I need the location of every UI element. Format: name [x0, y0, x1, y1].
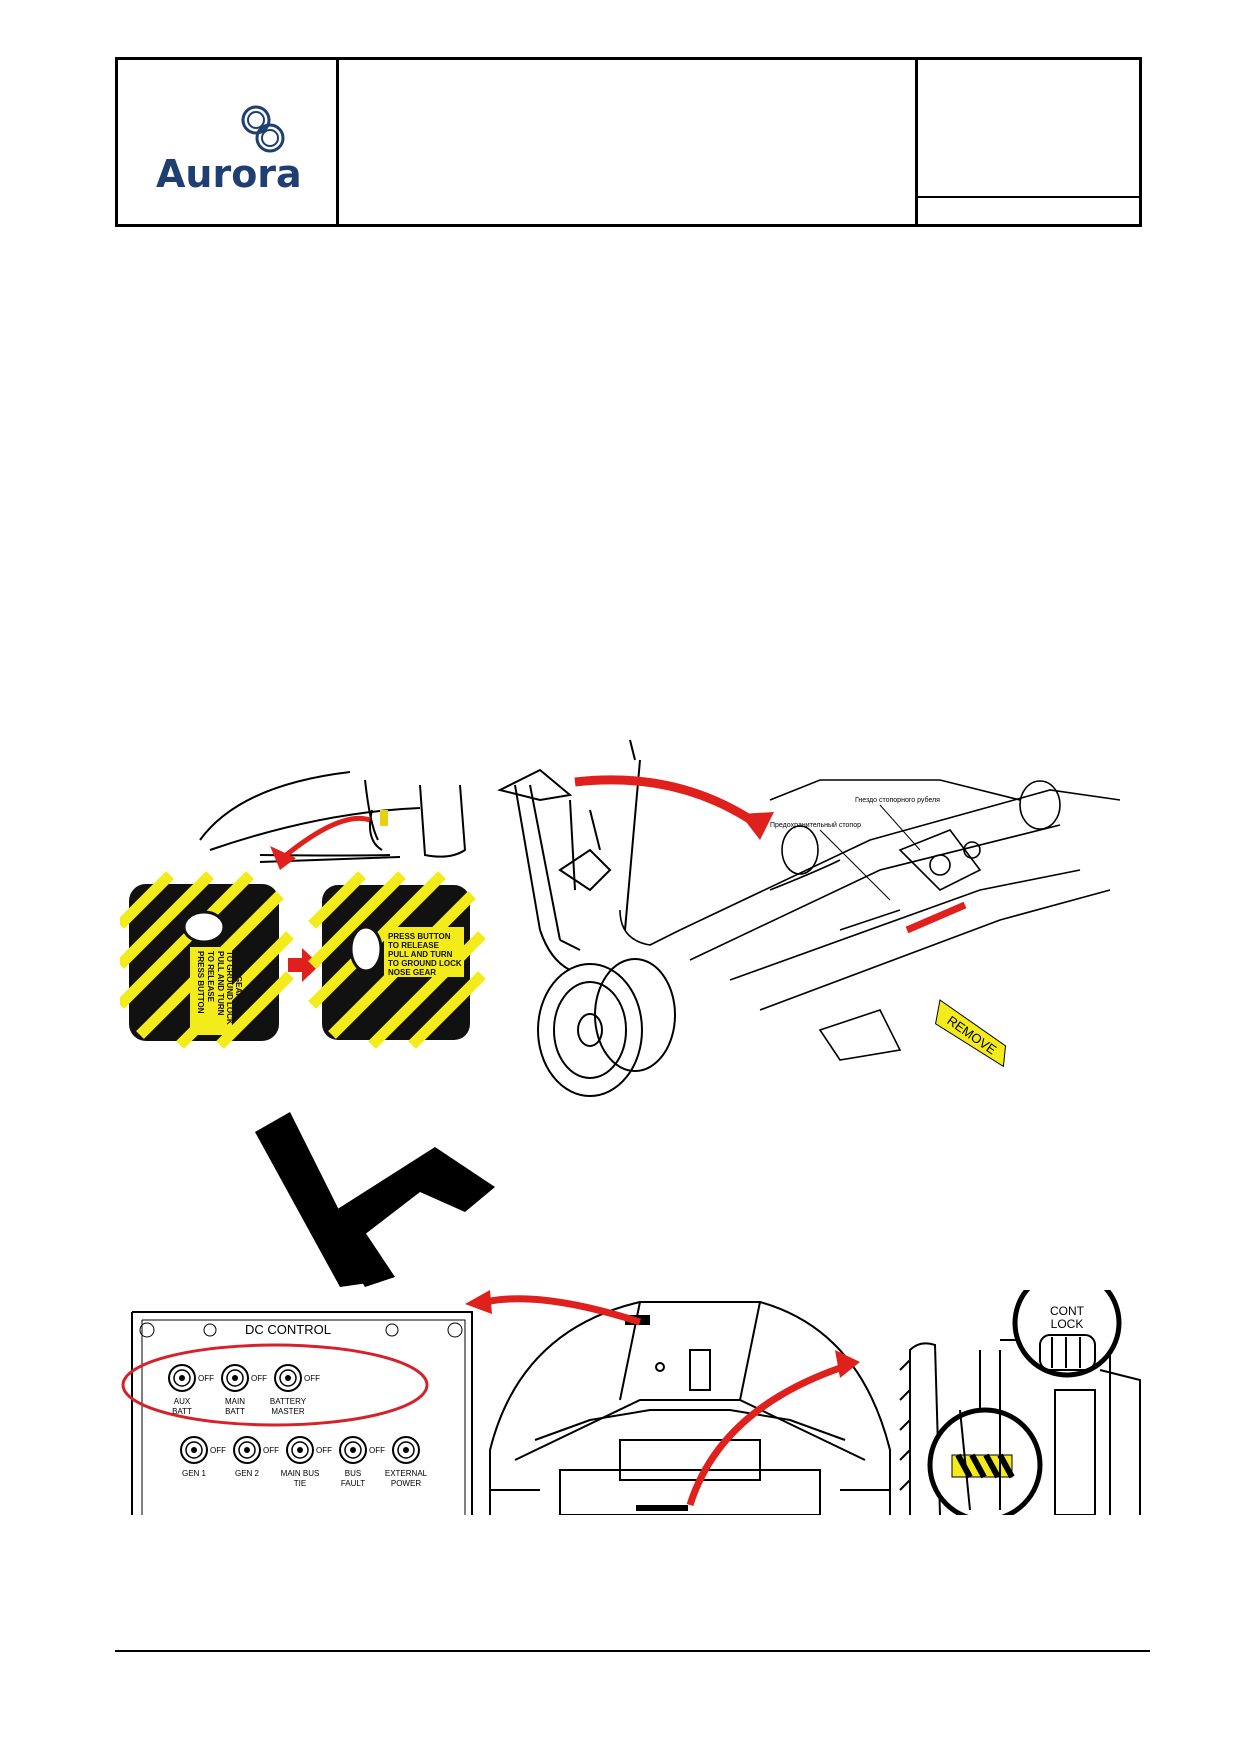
- svg-text:TO RELEASE: TO RELEASE: [206, 951, 215, 1003]
- dc-control-panel: DC CONTROL: [121, 1311, 473, 1515]
- cockpit-drawing: [489, 1301, 891, 1515]
- svg-text:TO GROUND LOCK: TO GROUND LOCK: [225, 951, 234, 1025]
- switch-label: BATT: [225, 1407, 245, 1416]
- toggle-switch[interactable]: OFF GEN 1: [180, 1436, 226, 1478]
- arrow-right-icon: [288, 948, 320, 982]
- switch-label: POWER: [391, 1479, 421, 1488]
- switch-label: BATTERY: [270, 1397, 307, 1406]
- switch-off-label: OFF: [251, 1374, 267, 1383]
- footer-rule: [115, 1650, 1150, 1652]
- revision-divider: [918, 196, 1139, 198]
- svg-text:PULL AND TURN: PULL AND TURN: [216, 951, 225, 1016]
- nose-gear-drawing: [497, 739, 676, 1097]
- svg-text:TO GROUND LOCK: TO GROUND LOCK: [388, 959, 462, 968]
- arrow-to-lock: [686, 1364, 842, 1507]
- lock-pin: [905, 901, 967, 934]
- lock-flag-hazard: [951, 1409, 1015, 1511]
- svg-text:PULL AND TURN: PULL AND TURN: [388, 950, 453, 959]
- placard-closed: PRESS BUTTON TO RELEASE PULL AND TURN TO…: [120, 871, 294, 1049]
- hand-drawn-k-mark: [255, 1112, 495, 1287]
- document-header: Aurora: [115, 57, 1142, 227]
- arrow-to-detail: [574, 775, 763, 830]
- logo-text: Aurora: [156, 152, 302, 196]
- aurora-rings-icon: [241, 105, 285, 153]
- svg-text:PRESS BUTTON: PRESS BUTTON: [388, 932, 451, 941]
- arrow-head: [465, 1290, 492, 1314]
- switch-off-label: OFF: [316, 1446, 332, 1455]
- cont-lock-label-1: CONT: [1050, 1304, 1085, 1318]
- switch-label: TIE: [294, 1479, 306, 1488]
- switch-label: MAIN BUS: [281, 1469, 320, 1478]
- lock-detail-drawing: [619, 779, 1121, 1061]
- switch-off-label: OFF: [304, 1374, 320, 1383]
- arrow-to-panel: [484, 1295, 642, 1326]
- revision-cell: [918, 60, 1139, 224]
- toggle-switch[interactable]: OFF GEN 2: [233, 1436, 279, 1478]
- arrow-head: [740, 812, 774, 840]
- switch-label: AUX: [174, 1397, 191, 1406]
- cont-lock-callout: [1012, 1290, 1122, 1378]
- cont-lock-lever: [1039, 1334, 1096, 1371]
- arrow-head: [835, 1350, 860, 1378]
- caption-upper: Гнездо стопорного рубеля: [855, 796, 940, 804]
- logo-cell: Aurora: [118, 60, 339, 224]
- arrow-to-placard: [278, 815, 371, 862]
- placard-open: PRESS BUTTON TO RELEASE PULL AND TURN TO…: [308, 871, 486, 1049]
- caption-lower: Предохранительный стопор: [770, 821, 861, 829]
- switch-label: MASTER: [271, 1407, 305, 1416]
- switch-label: GEN 2: [235, 1469, 260, 1478]
- svg-text:NOSE GEAR: NOSE GEAR: [234, 951, 243, 999]
- switch-label: GEN 1: [182, 1469, 207, 1478]
- title-cell: [339, 60, 918, 224]
- switch-label: BATT: [172, 1407, 192, 1416]
- figure-nose-gear-lock: PRESS BUTTON TO RELEASE PULL AND TURN TO…: [120, 739, 1121, 1097]
- switch-off-label: OFF: [369, 1446, 385, 1455]
- switch-off-label: OFF: [210, 1446, 226, 1455]
- svg-text:TO RELEASE: TO RELEASE: [388, 941, 440, 950]
- remove-flag: REMOVE: [935, 999, 1007, 1068]
- switch-label: EXTERNAL: [385, 1469, 428, 1478]
- fuselage-sketch: [199, 771, 467, 863]
- lock-location: [636, 1505, 688, 1511]
- arrow-head: [270, 846, 296, 870]
- switch-label: MAIN: [225, 1397, 245, 1406]
- switch-off-label: OFF: [198, 1374, 214, 1383]
- highlight-battery-switches: [121, 1343, 429, 1427]
- switch-off-label: OFF: [263, 1446, 279, 1455]
- svg-text:NOSE GEAR: NOSE GEAR: [388, 968, 436, 977]
- figure-dc-control: DC CONTROL OFFAUXBATTOFFMAINBATTOFFBATTE…: [121, 1290, 1141, 1515]
- svg-text:REMOVE: REMOVE: [944, 1013, 999, 1058]
- panel-title: DC CONTROL: [245, 1322, 331, 1337]
- switch-label: BUS: [345, 1469, 361, 1478]
- switch-label: FAULT: [341, 1479, 365, 1488]
- cont-lock-label-2: LOCK: [1051, 1317, 1084, 1331]
- svg-text:PRESS BUTTON: PRESS BUTTON: [196, 951, 205, 1014]
